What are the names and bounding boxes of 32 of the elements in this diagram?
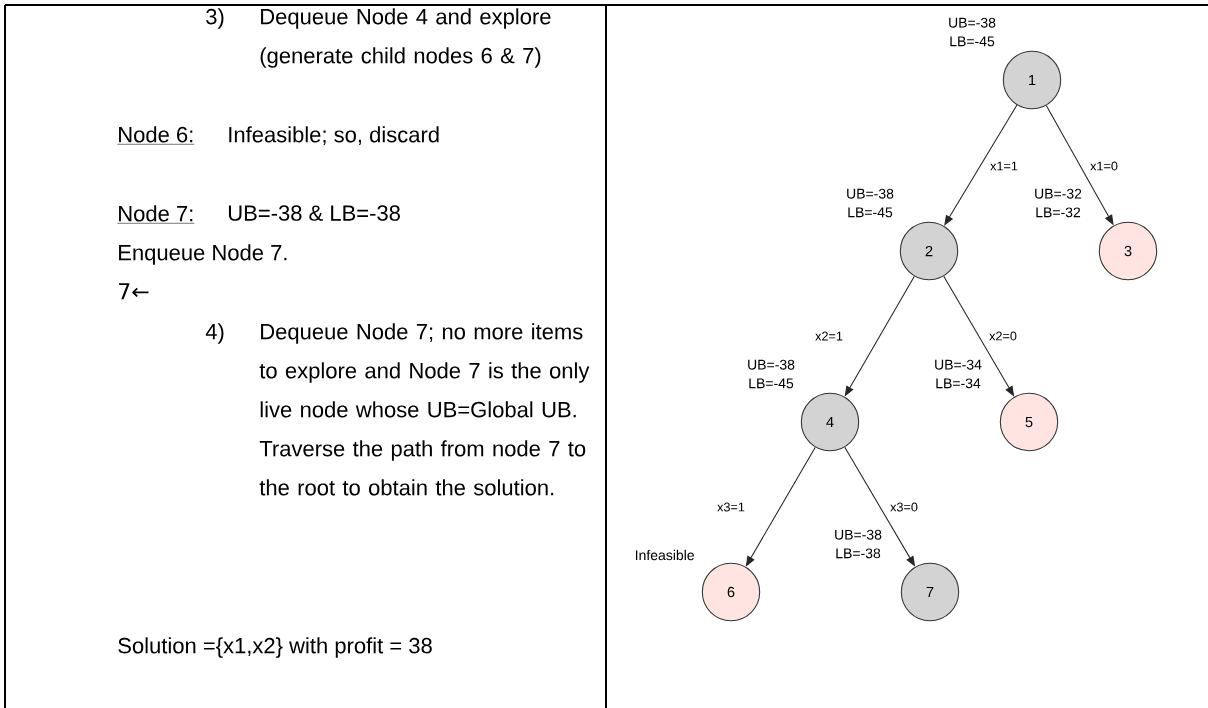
edge-label: x1=1 bbox=[990, 161, 1018, 171]
step-text: Solution ={x1,x2} with profit = 38 bbox=[118, 637, 432, 658]
bound-label: UB=-38 LB=-45 bbox=[839, 187, 901, 219]
step-text: Dequeue Node 4 and explore (generate child nodes 6 & 7) bbox=[260, 8, 551, 68]
step-text: Node 7: bbox=[117, 205, 195, 224]
bound-label: UB=-32 LB=-32 bbox=[1027, 187, 1089, 219]
step-text: Infeasible; so, discard bbox=[229, 126, 439, 146]
tree-node: 4 bbox=[800, 392, 860, 452]
step-text: 7← bbox=[119, 283, 149, 300]
step-text: Node 6: bbox=[117, 126, 195, 145]
arrow bbox=[944, 104, 1018, 226]
bound-label: UB=-38 LB=-38 bbox=[827, 528, 889, 560]
tree-node: 7 bbox=[900, 562, 960, 622]
step-text: 4) bbox=[205, 323, 224, 344]
step-text: Enqueue Node 7. bbox=[119, 244, 287, 265]
tree-node: 3 bbox=[1098, 221, 1158, 281]
edge-label: x2=0 bbox=[989, 331, 1017, 341]
arrow bbox=[943, 275, 1015, 397]
bound-label: UB=-34 LB=-34 bbox=[927, 358, 989, 390]
edge-label: x3=1 bbox=[717, 502, 745, 512]
edge-label: x1=0 bbox=[1090, 161, 1118, 171]
step-text: UB=-38 & LB=-38 bbox=[228, 205, 400, 221]
step-text: 3) bbox=[206, 8, 224, 29]
step-text: Dequeue Node 7; no more items to explore and Node 7 is the only live node whose UB=Global UB. Traverse the path from node 7 to the root to obtain the solution. bbox=[259, 323, 590, 496]
tree-node: 1 bbox=[1002, 50, 1062, 110]
tree-node: 6 bbox=[701, 562, 761, 622]
tree-node: 2 bbox=[899, 221, 959, 281]
edge-label: x3=0 bbox=[890, 502, 918, 512]
bound-label: UB=-38 LB=-45 bbox=[740, 358, 802, 390]
tree-node: 5 bbox=[999, 392, 1059, 452]
edge-label: x2=1 bbox=[815, 331, 843, 341]
bound-label: UB=-38 LB=-45 bbox=[941, 16, 1003, 48]
